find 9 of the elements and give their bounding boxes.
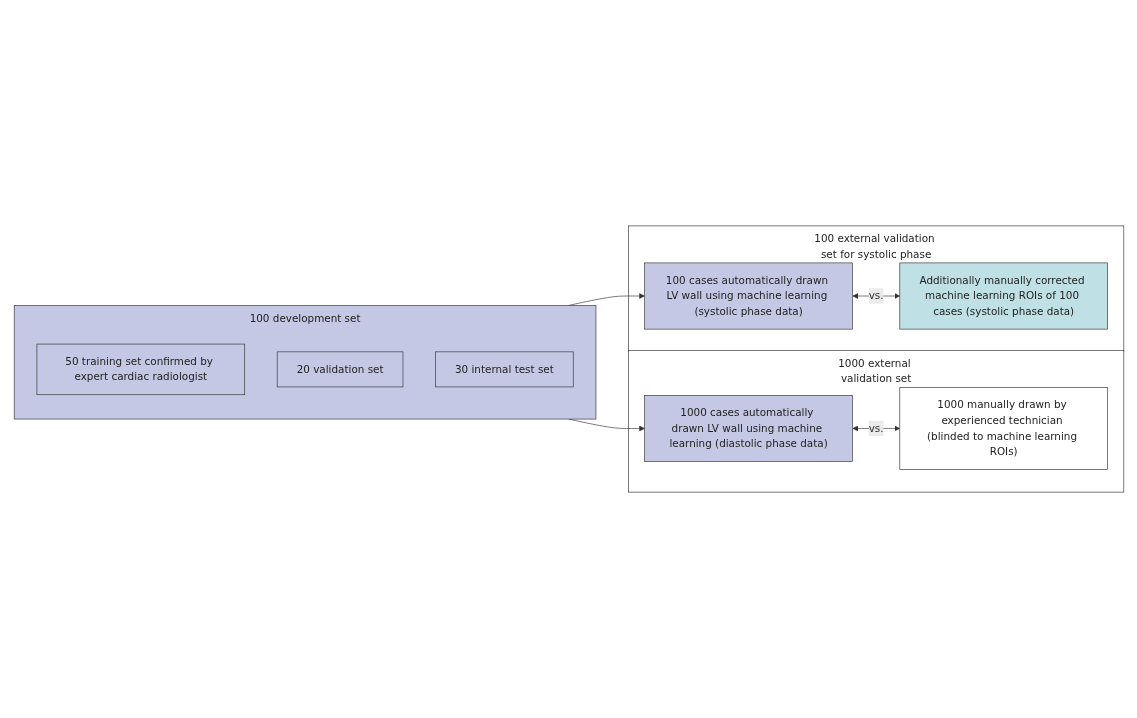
node-box: Additionally manually corrected machine learning ROIs of 100 cases (systolic phase data) — [898, 262, 1108, 330]
edge-label: vs. — [868, 421, 884, 435]
node-box: 1000 cases automatically drawn LV wall using machine learning (diastolic phase data) — [643, 395, 853, 462]
node-box: 50 training set confirmed by expert cardiac radiologist — [36, 343, 245, 396]
node-box: 30 internal test set — [434, 351, 574, 388]
node-box: 20 validation set — [276, 351, 403, 388]
node-box: 100 cases automatically drawn LV wall using machine learning (systolic phase data) — [643, 262, 853, 330]
node-box: 1000 manually drawn by experienced technician (blinded to machine learning ROIs) — [898, 387, 1108, 470]
edge-label: vs. — [868, 289, 884, 302]
